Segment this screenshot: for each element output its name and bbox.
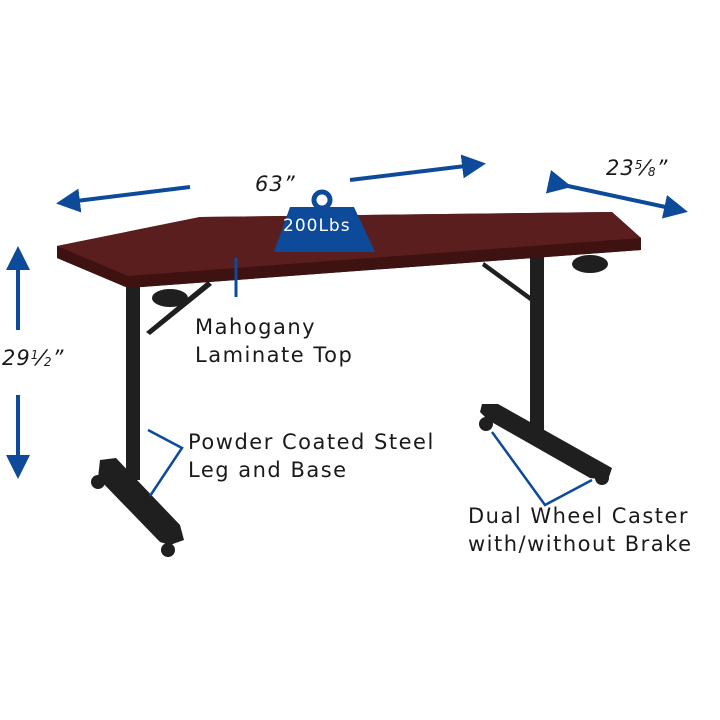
width-arrow-right	[349, 154, 486, 182]
leg-callout: Powder Coated Steel Leg and Base	[188, 430, 435, 482]
left-leg	[91, 280, 212, 557]
caster-callout: Dual Wheel Caster with/without Brake	[468, 504, 693, 556]
depth-arrow	[545, 170, 688, 219]
weight-icon	[274, 189, 375, 252]
height-dimension: 291⁄2”	[2, 346, 65, 370]
width-dimension: 63”	[255, 172, 296, 196]
tabletop-callout: Mahogany Laminate Top	[195, 315, 354, 367]
right-leg	[479, 255, 612, 485]
weight-badge-label: 200Lbs	[283, 216, 351, 236]
caster-callout-line	[490, 431, 593, 507]
depth-dimension: 235⁄8”	[606, 156, 669, 180]
width-arrow-left	[56, 185, 191, 213]
leg-callout-line	[147, 428, 184, 497]
